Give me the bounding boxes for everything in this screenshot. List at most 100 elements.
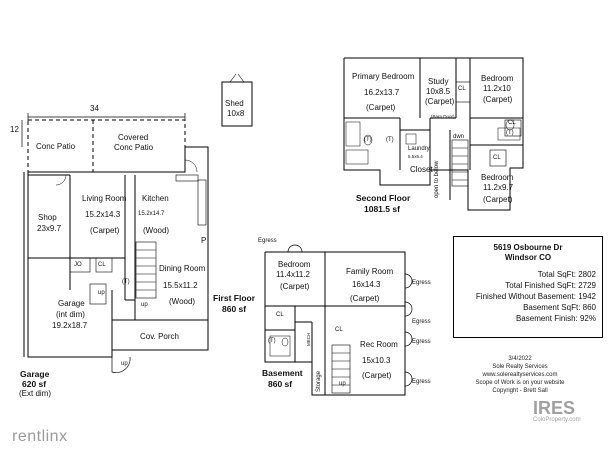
second-floor-toilet-3: (T) xyxy=(506,130,514,136)
first-floor-title: First Floor xyxy=(213,293,256,303)
garage-int-label: (int dim) xyxy=(56,310,85,319)
kitchen-size: 15.2x14.7 xyxy=(138,211,165,217)
porch-up-label: up xyxy=(121,361,128,367)
study-size: 10x8.5 xyxy=(426,87,451,96)
stairs-up-label: up xyxy=(141,302,148,308)
rec-room-size: 15x10.3 xyxy=(362,356,391,365)
ires-logo-text: IRES xyxy=(533,398,576,418)
property-info-box: 5619 Osbourne Dr Windsor CO Total SqFt: … xyxy=(453,236,603,338)
kitchen-label: Kitchen xyxy=(142,194,169,203)
storage-label: Storage xyxy=(316,370,322,392)
basement-sqft: Basement SqFt: 860 xyxy=(523,303,596,312)
total-finished-sqft: Total Finished SqFt: 2729 xyxy=(505,281,596,290)
dwn-label: dwn xyxy=(453,134,465,140)
credit-date: 3/4/2022 xyxy=(508,356,532,362)
jo-label: JO xyxy=(74,262,82,268)
garage-ext-label: (Ext dim) xyxy=(19,389,51,398)
basement-bedroom-floor: (Carpet) xyxy=(280,282,310,291)
garage-total-area: 620 sf xyxy=(22,379,47,389)
second-floor-closet-3: CL xyxy=(493,155,501,161)
rec-room-label: Rec Room xyxy=(360,340,398,349)
study-label: Study xyxy=(428,77,449,86)
address-line-2: Windsor CO xyxy=(504,253,552,262)
study-floor: (Carpet) xyxy=(425,97,455,106)
pantry-label: P xyxy=(201,236,207,245)
ires-logo: IRES ColoProperty.com xyxy=(533,398,581,423)
basement-title: Basement xyxy=(262,368,303,378)
shop-size: 23x9.7 xyxy=(37,224,62,233)
covered-porch-label: Cov. Porch xyxy=(140,332,179,341)
garage-label: Garage xyxy=(58,299,85,308)
basement-toilet: (T) xyxy=(268,338,276,344)
first-floor-closet-label: CL xyxy=(98,262,106,268)
dimension-left: 12 xyxy=(10,125,19,134)
living-room-floor: (Carpet) xyxy=(90,226,120,235)
shed-label: Shed xyxy=(225,99,244,108)
dining-room-label: Dining Room xyxy=(159,264,206,273)
first-floor-toilet-label: (T) xyxy=(122,279,130,285)
primary-bedroom-floor: (Carpet) xyxy=(366,103,396,112)
rentlinx-watermark: rentlinx xyxy=(12,428,68,445)
garage-total-label: Garage xyxy=(20,369,50,379)
dining-room-floor: (Wood) xyxy=(169,297,196,306)
garage-size: 19.2x18.7 xyxy=(52,321,88,330)
credit-copyright: Copyright - Brett Sall xyxy=(492,388,548,394)
second-floor-area: 1081.5 sf xyxy=(364,204,400,214)
laundry-size: 5.5x5.4 xyxy=(408,154,423,159)
closet-label: Closet xyxy=(410,165,433,174)
family-room-size: 16x14.3 xyxy=(352,280,381,289)
second-floor-title: Second Floor xyxy=(356,193,411,203)
bedroom-3-size: 11.2x9.7 xyxy=(483,183,514,192)
credit-site[interactable]: www.solerealtyservices.com xyxy=(482,372,558,378)
bedroom-2-floor: (Carpet) xyxy=(483,95,513,104)
egress-label-3: Egress xyxy=(412,319,431,325)
egress-label-5: Egress xyxy=(412,379,431,385)
conc-patio-label: Conc Patio xyxy=(36,142,76,151)
family-room-floor: (Carpet) xyxy=(350,294,380,303)
bedroom-3-label: Bedroom xyxy=(481,173,514,182)
finished-without-basement: Finished Without Basement: 1942 xyxy=(475,292,596,301)
open-to-below-label: open to below xyxy=(434,160,440,198)
egress-label-1: Egress xyxy=(258,238,277,244)
living-room-label: Living Room xyxy=(82,194,127,203)
laundry-label: Laundry xyxy=(408,146,430,152)
basement-area: 860 sf xyxy=(268,379,293,389)
basement-bedroom-label: Bedroom xyxy=(278,260,311,269)
credits-block: 3/4/2022 Sole Realty Services www.solere… xyxy=(470,355,570,395)
second-floor-closet-1: CL xyxy=(458,86,466,92)
shed-size: 10x8 xyxy=(227,109,245,118)
credit-scope: Scope of Work is on your website xyxy=(475,380,565,386)
shed-outline xyxy=(221,73,253,127)
second-floor-toilet-2: (T) xyxy=(386,137,394,143)
dining-room-size: 15.5x11.2 xyxy=(163,281,198,290)
egress-label-2: Egress xyxy=(412,280,431,286)
second-floor-outline xyxy=(343,57,524,211)
mech-label: MECH xyxy=(306,332,311,346)
family-room-label: Family Room xyxy=(346,267,394,276)
living-room-size: 15.2x14.3 xyxy=(85,210,121,219)
first-floor-area: 860 sf xyxy=(222,304,247,314)
kitchen-floor: (Wood) xyxy=(143,226,170,235)
total-sqft: Total SqFt: 2802 xyxy=(537,270,596,279)
shop-label: Shop xyxy=(38,213,57,222)
credit-company: Sole Realty Services xyxy=(492,364,548,370)
bedroom-2-label: Bedroom xyxy=(481,74,514,83)
ires-logo-sub: ColoProperty.com xyxy=(533,417,581,423)
second-floor-toilet-1: (T) xyxy=(364,137,372,143)
basement-finish: Basement Finish: 92% xyxy=(515,314,596,323)
basement-closet-2: CL xyxy=(335,327,343,333)
first-floor-outline xyxy=(21,113,209,373)
garage-up-label: up xyxy=(98,290,105,296)
primary-bedroom-size: 16.2x13.7 xyxy=(364,88,400,97)
primary-bedroom-label: Primary Bedroom xyxy=(352,72,415,81)
bedroom-3-floor: (Carpet) xyxy=(483,195,513,204)
bedroom-2-size: 11.2x10 xyxy=(483,84,511,93)
covered-patio-label-1: Covered xyxy=(118,133,149,142)
basement-outline xyxy=(264,244,413,396)
rec-room-floor: (Carpet) xyxy=(362,371,392,380)
dimension-top: 34 xyxy=(90,104,99,113)
address-line-1: 5619 Osbourne Dr xyxy=(493,243,563,252)
second-floor-closet-2: CL xyxy=(508,120,516,126)
egress-label-4: Egress xyxy=(412,339,431,345)
